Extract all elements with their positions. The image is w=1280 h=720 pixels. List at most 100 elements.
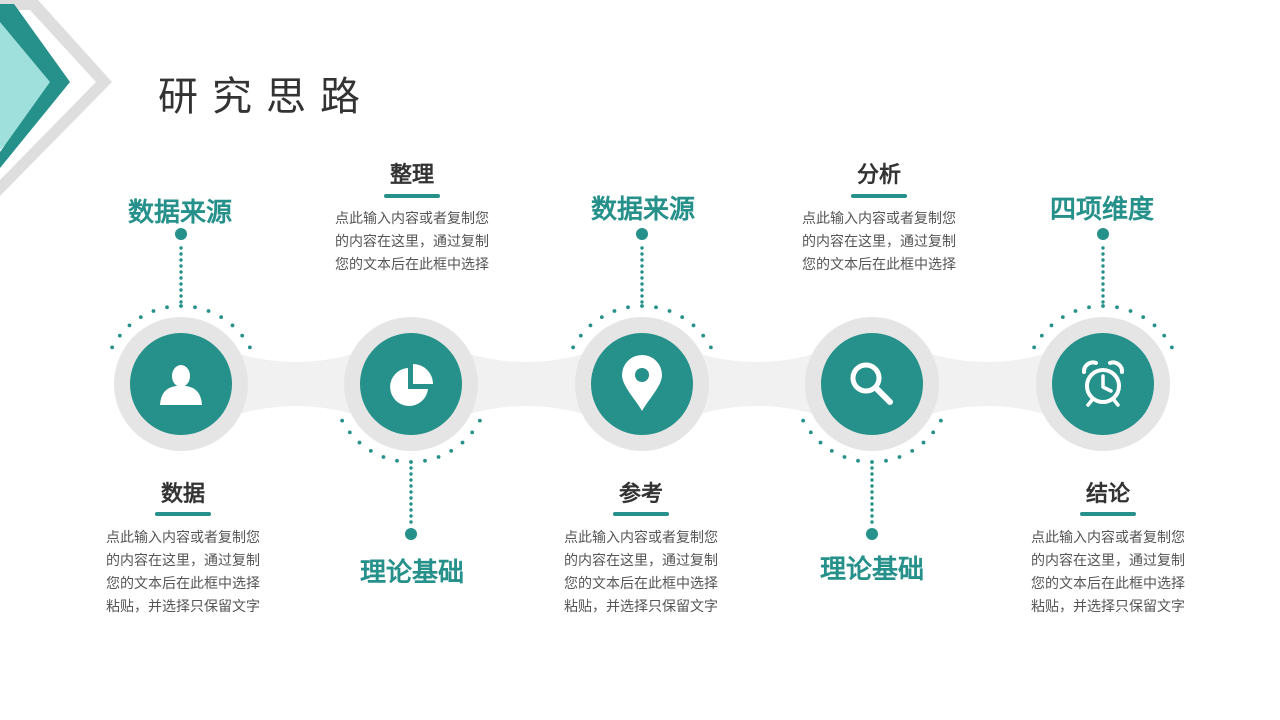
dotted-line-dot xyxy=(870,490,874,494)
dotted-arc-dot xyxy=(640,304,644,308)
chevron-light-teal xyxy=(0,18,68,150)
dotted-line-dot xyxy=(409,478,413,482)
dotted-arc-dot xyxy=(470,430,475,435)
dotted-line-dot xyxy=(640,246,644,250)
dotted-arc-dot xyxy=(1141,315,1146,320)
dotted-line-dot xyxy=(179,246,183,250)
dotted-line-dot xyxy=(179,294,183,298)
dotted-arc-dot xyxy=(381,455,386,459)
dotted-line-dot xyxy=(409,466,413,470)
dotted-arc-dot xyxy=(477,418,482,423)
dotted-arc-dot xyxy=(340,418,345,423)
dotted-line-dot xyxy=(179,270,183,274)
dotted-arc-dot xyxy=(680,315,685,320)
dotted-arc-dot xyxy=(599,315,604,320)
dotted-line-dot xyxy=(1101,270,1105,274)
step-5-description: 点此输入内容或者复制您 的内容在这里，通过复制 您的文本后在此框中选择 粘贴，并… xyxy=(1031,530,1185,615)
dotted-arc-dot xyxy=(460,440,465,445)
dotted-line-dot xyxy=(640,288,644,292)
dotted-line-dot xyxy=(640,270,644,274)
step-2-description: 点此输入内容或者复制您 的内容在这里，通过复制 您的文本后在此框中选择 xyxy=(335,211,489,273)
dotted-arc-dot xyxy=(179,304,183,308)
dotted-arc-dot xyxy=(127,323,132,328)
step-4-underline xyxy=(851,194,907,198)
step-3-description: 点此输入内容或者复制您 的内容在这里，通过复制 您的文本后在此框中选择 粘贴，并… xyxy=(564,530,718,615)
dotted-line-dot xyxy=(409,490,413,494)
dotted-line-dot xyxy=(870,520,874,524)
dotted-line-dot xyxy=(640,294,644,298)
step-1-top-heading: 数据来源 xyxy=(127,198,232,228)
dotted-arc-dot xyxy=(842,455,847,459)
dotted-arc-dot xyxy=(138,315,143,320)
dotted-arc-dot xyxy=(1128,309,1133,313)
dotted-line-dot xyxy=(640,264,644,268)
dotted-line-dot xyxy=(409,484,413,488)
dotted-line-dot xyxy=(179,252,183,256)
dotted-arc-dot xyxy=(1087,305,1091,310)
step-4-description: 点此输入内容或者复制您 的内容在这里，通过复制 您的文本后在此框中选择 xyxy=(802,211,956,273)
dotted-line-dot xyxy=(870,514,874,518)
dotted-arc-dot xyxy=(931,430,936,435)
dotted-line-dot xyxy=(640,300,644,304)
dotted-line-dot xyxy=(179,282,183,286)
dotted-arc-dot xyxy=(1162,333,1167,338)
dotted-line-dot xyxy=(640,258,644,262)
connector-end-dot xyxy=(175,228,187,240)
connector-band xyxy=(682,348,832,420)
icon-circle xyxy=(360,333,462,435)
step-2-bottom-heading: 理论基础 xyxy=(359,558,464,588)
dotted-arc-dot xyxy=(578,333,583,338)
dotted-arc-dot xyxy=(884,458,888,463)
step-1-bottom-heading: 数据 xyxy=(160,481,205,507)
dotted-arc-dot xyxy=(910,448,915,453)
dotted-line-dot xyxy=(409,496,413,500)
location-pin-icon xyxy=(622,355,662,411)
dotted-line-dot xyxy=(870,502,874,506)
step-3-top-heading: 数据来源 xyxy=(590,195,695,225)
dotted-arc-dot xyxy=(1115,305,1119,310)
dotted-line-dot xyxy=(179,264,183,268)
dotted-arc-dot xyxy=(938,418,943,423)
dotted-arc-dot xyxy=(409,460,413,464)
connector-end-dot xyxy=(1097,228,1109,240)
page-title: 研究思路 xyxy=(158,74,374,120)
step-3-underline xyxy=(613,512,669,516)
step-4-top-heading: 分析 xyxy=(856,162,901,188)
dotted-arc-dot xyxy=(347,430,352,435)
dotted-line-dot xyxy=(1101,282,1105,286)
dotted-line-dot xyxy=(640,252,644,256)
dotted-arc-dot xyxy=(1152,323,1157,328)
dotted-line-dot xyxy=(409,472,413,476)
dotted-arc-dot xyxy=(856,458,860,463)
dotted-arc-dot xyxy=(247,345,252,350)
dotted-line-dot xyxy=(179,288,183,292)
dotted-arc-dot xyxy=(1060,315,1065,320)
dotted-line-dot xyxy=(409,514,413,518)
dotted-arc-dot xyxy=(654,305,658,310)
search-icon xyxy=(850,362,893,405)
dotted-arc-dot xyxy=(588,323,593,328)
pie-chart-icon xyxy=(390,364,433,406)
connector-end-dot xyxy=(866,528,878,540)
dotted-arc-dot xyxy=(165,305,169,310)
dotted-arc-dot xyxy=(357,440,362,445)
dotted-line-dot xyxy=(640,282,644,286)
dotted-arc-dot xyxy=(117,333,122,338)
dotted-arc-dot xyxy=(151,309,156,313)
dotted-arc-dot xyxy=(691,323,696,328)
dotted-line-dot xyxy=(1101,300,1105,304)
alarm-clock-icon xyxy=(1082,360,1124,407)
dotted-line-dot xyxy=(1101,258,1105,262)
step-5-top-heading: 四项维度 xyxy=(1049,195,1154,225)
connector-band xyxy=(451,348,602,420)
dotted-arc-dot xyxy=(808,430,813,435)
chevron-teal xyxy=(0,4,70,168)
dotted-arc-dot xyxy=(110,345,115,350)
dotted-arc-dot xyxy=(449,448,454,453)
dotted-arc-dot xyxy=(240,333,245,338)
dotted-arc-dot xyxy=(829,448,834,453)
dotted-arc-dot xyxy=(1101,304,1105,308)
connector-band xyxy=(221,348,371,420)
dotted-arc-dot xyxy=(436,455,441,459)
